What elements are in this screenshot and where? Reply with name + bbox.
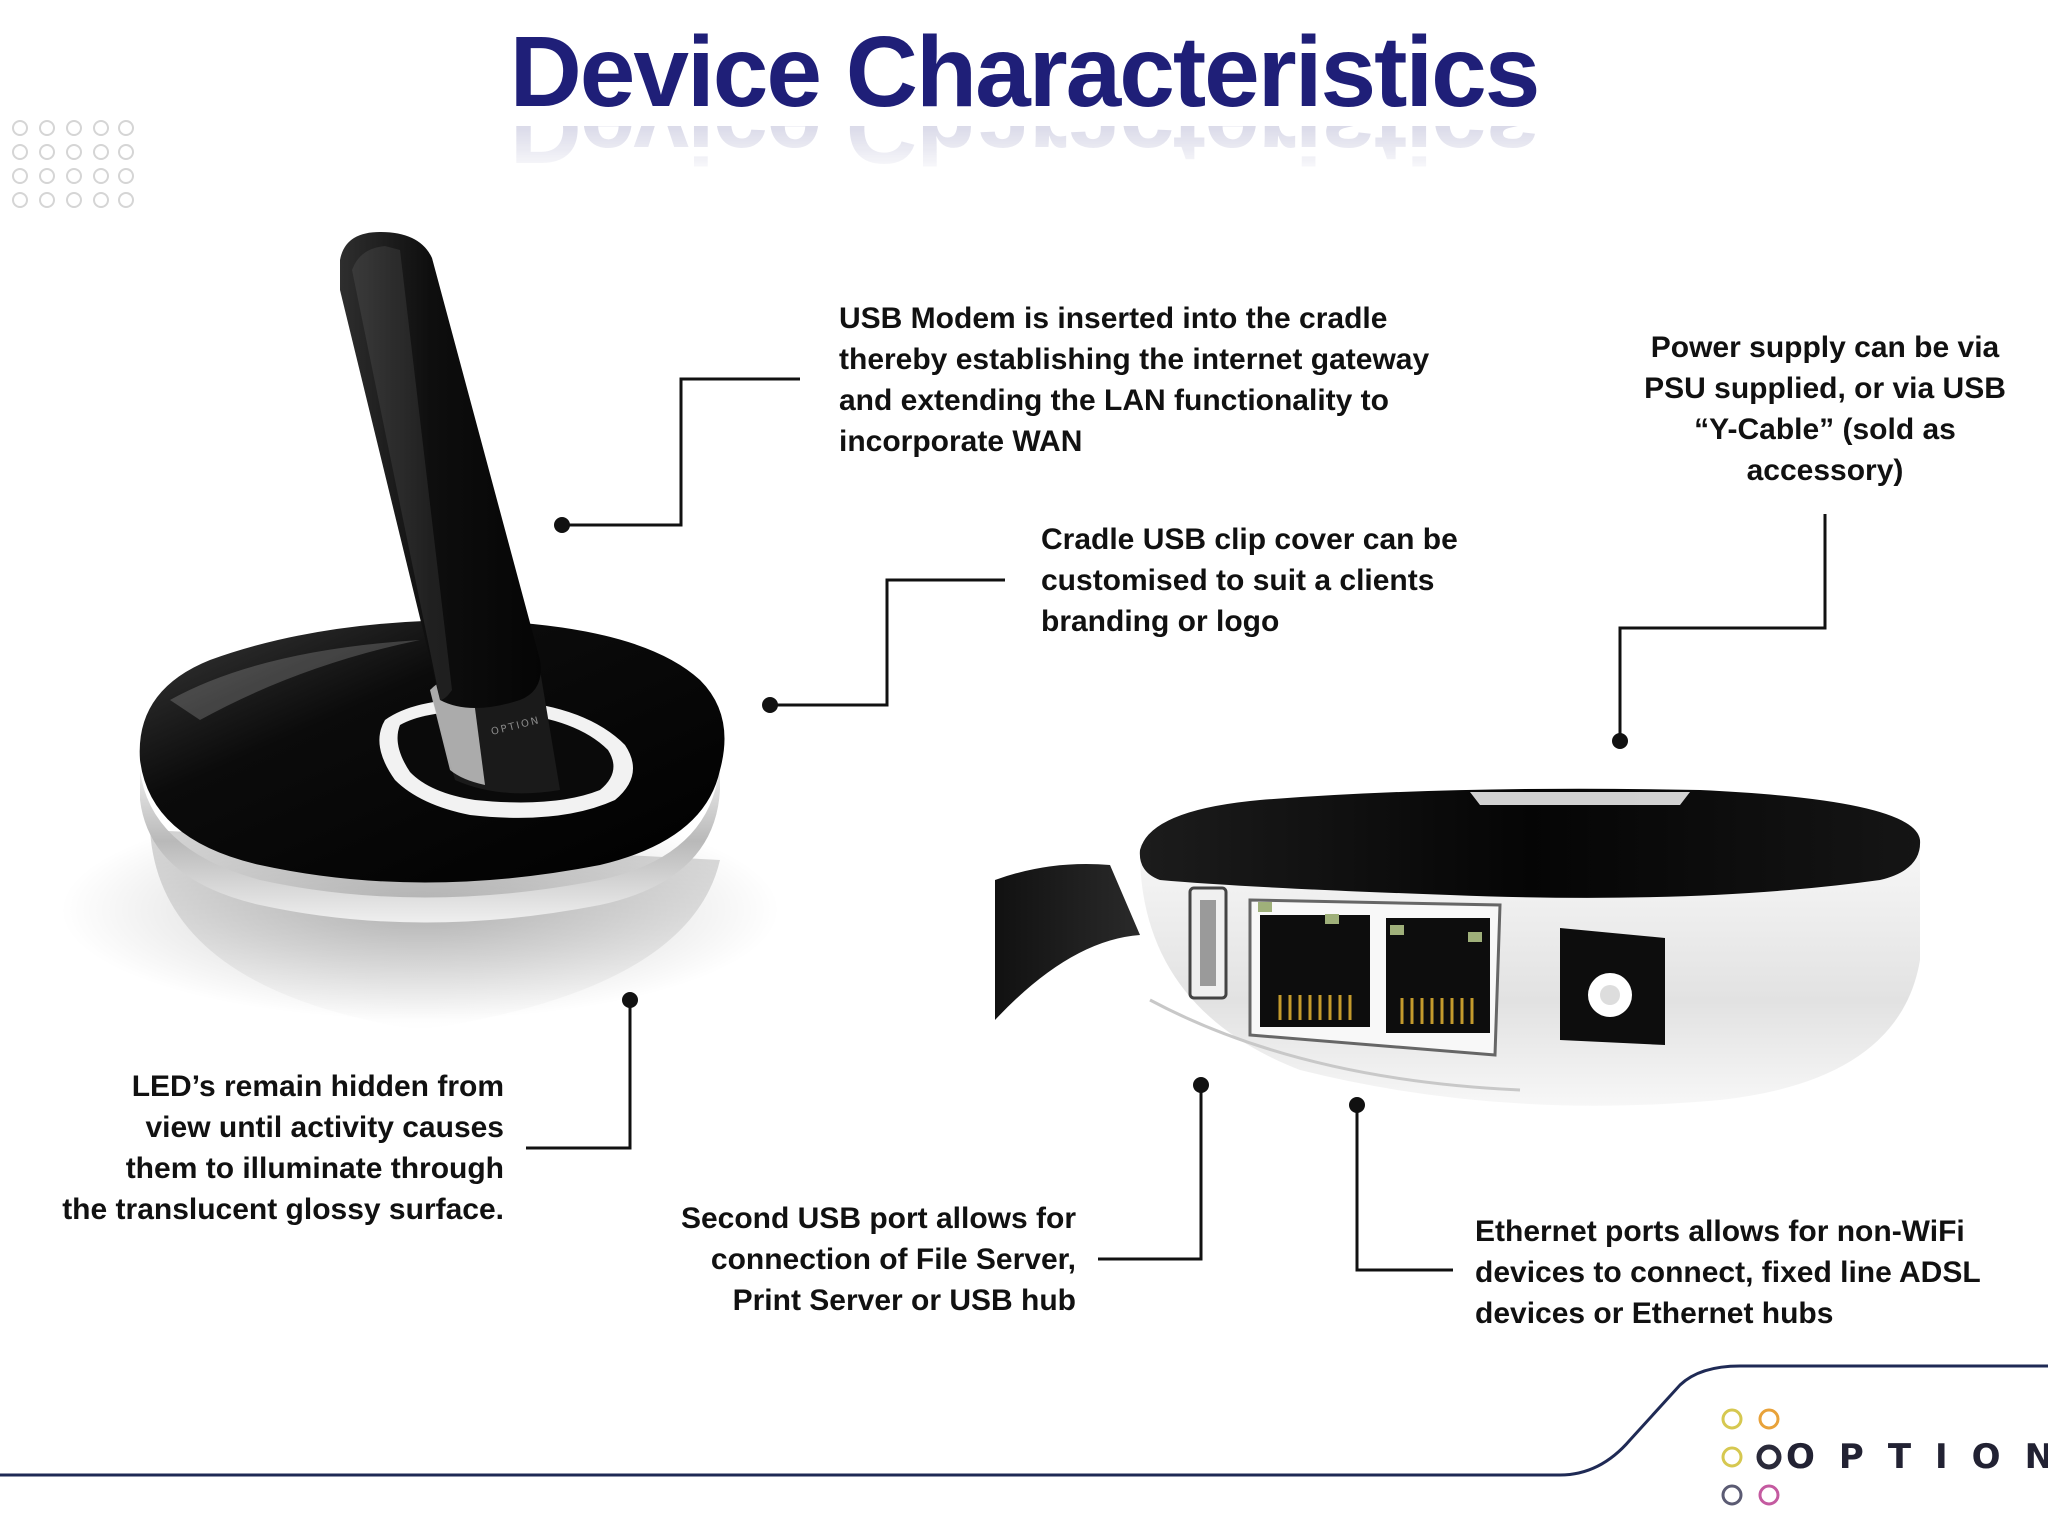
ethernet-callout-line: [1355, 1105, 1453, 1272]
leds-callout-dot: [622, 992, 638, 1008]
clip-cover-callout-dot: [762, 697, 778, 713]
power-supply-callout-line: [1618, 514, 1827, 741]
option-logo-wordmark: OPTION: [1786, 1437, 2048, 1477]
second-usb-callout-line: [1098, 1085, 1203, 1261]
power-supply-callout-dot: [1612, 733, 1628, 749]
page-title-reflection: Device Characteristics: [0, 126, 2048, 178]
product-label: OPTION: [490, 715, 541, 738]
leds-callout-line: [526, 1000, 632, 1150]
ethernet-callout-dot: [1349, 1097, 1365, 1113]
ethernet-annotation: Ethernet ports allows for non-WiFi devic…: [1475, 1215, 1981, 1330]
usb-modem-callout-line: [562, 377, 800, 527]
leds-annotation: LED’s remain hidden from view until acti…: [62, 1070, 504, 1226]
usb-modem-callout-dot: [554, 517, 570, 533]
page-title: Device Characteristics: [509, 16, 1541, 128]
power-supply-annotation: Power supply can be via PSU supplied, or…: [1644, 331, 2006, 487]
clip-cover-annotation: Cradle USB clip cover can be customised …: [1041, 523, 1458, 638]
clip-cover-callout-line: [770, 578, 1005, 707]
second-usb-annotation: Second USB port allows for connection of…: [680, 1202, 1076, 1317]
usb-modem-annotation: USB Modem is inserted into the cradle th…: [839, 302, 1430, 458]
second-usb-callout-dot: [1193, 1077, 1209, 1093]
